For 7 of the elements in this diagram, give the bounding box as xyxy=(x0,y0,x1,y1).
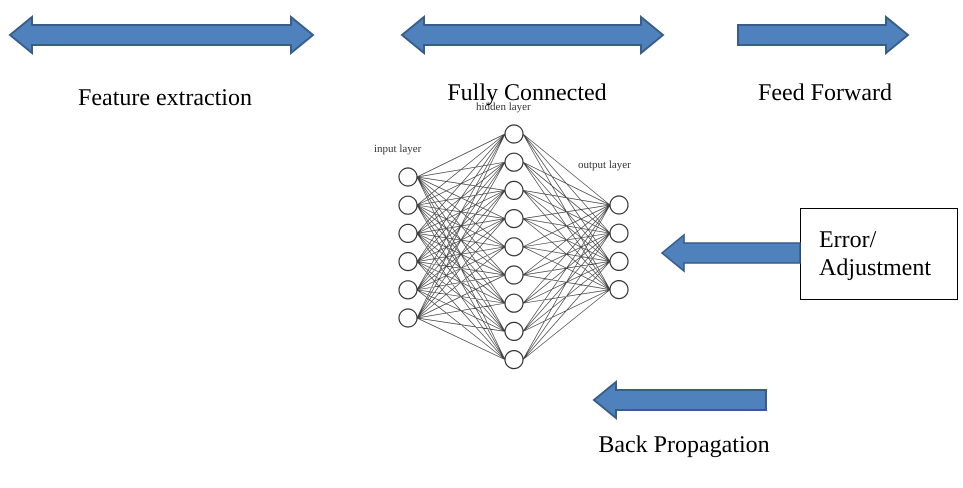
caption: Back Propagation xyxy=(598,433,770,457)
layer-label: input layer xyxy=(374,144,422,155)
text-box: Error/ Adjustment xyxy=(800,208,958,300)
caption: Feature extraction xyxy=(78,86,252,110)
block-arrow xyxy=(660,233,801,273)
layer-label: output layer xyxy=(578,160,631,171)
caption: Feed Forward xyxy=(758,81,892,105)
